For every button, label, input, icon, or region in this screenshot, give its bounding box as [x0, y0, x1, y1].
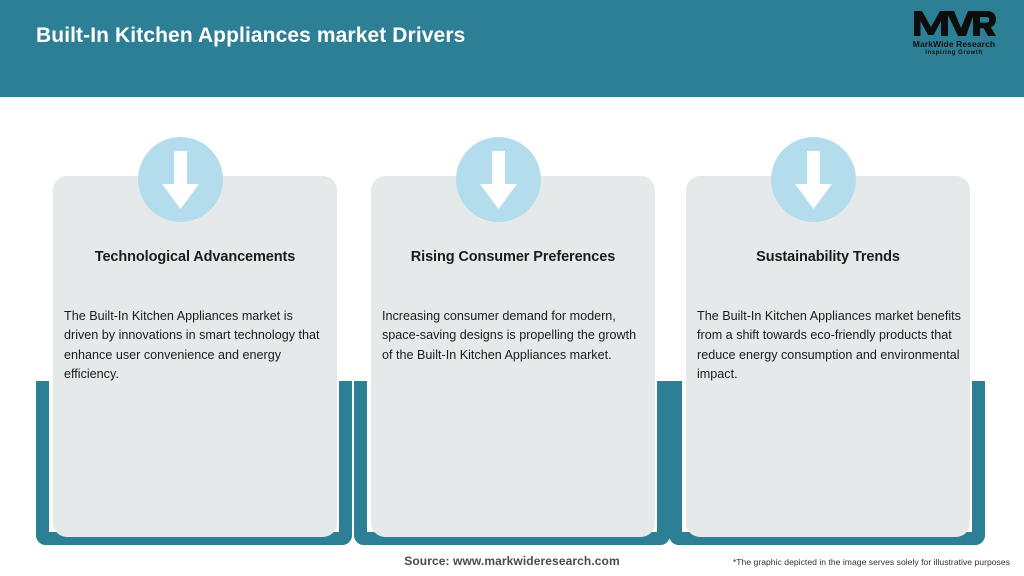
down-arrow-icon	[162, 151, 199, 209]
driver-column-2: Rising Consumer Preferences Increasing c…	[354, 97, 670, 576]
driver-card-heading: Rising Consumer Preferences	[410, 249, 616, 265]
drivers-card-group: Technological Advancements The Built-In …	[0, 97, 1024, 576]
driver-card[interactable]: Rising Consumer Preferences Increasing c…	[371, 176, 655, 537]
mwr-logo-icon	[914, 11, 996, 36]
driver-card-body: The Built-In Kitchen Appliances market b…	[697, 309, 961, 381]
driver-card[interactable]: Technological Advancements The Built-In …	[53, 176, 337, 537]
brand-logo: MarkWide Research Inspiring Growth	[902, 8, 1006, 62]
driver-card-body: The Built-In Kitchen Appliances market i…	[64, 309, 320, 381]
illustrative-disclaimer: *The graphic depicted in the image serve…	[732, 557, 1010, 567]
driver-card-heading: Sustainability Trends	[756, 249, 900, 265]
source-attribution: Source: www.markwideresearch.com	[404, 554, 620, 568]
driver-card-body: Increasing consumer demand for modern, s…	[382, 309, 637, 362]
down-arrow-icon	[795, 151, 832, 209]
logo-company-name: MarkWide Research	[912, 39, 996, 49]
driver-card-badge	[456, 137, 541, 222]
page-title: Built-In Kitchen Appliances market Drive…	[36, 24, 466, 47]
header-bar: Built-In Kitchen Appliances market Drive…	[0, 0, 1024, 97]
driver-card-badge	[771, 137, 856, 222]
driver-column-1: Technological Advancements The Built-In …	[36, 97, 352, 576]
driver-card-heading: Technological Advancements	[94, 249, 296, 265]
driver-card[interactable]: Sustainability Trends The Built-In Kitch…	[686, 176, 970, 537]
down-arrow-icon	[480, 151, 517, 209]
logo-tagline: Inspiring Growth	[925, 50, 983, 56]
driver-column-3: Sustainability Trends The Built-In Kitch…	[669, 97, 985, 576]
driver-card-badge	[138, 137, 223, 222]
